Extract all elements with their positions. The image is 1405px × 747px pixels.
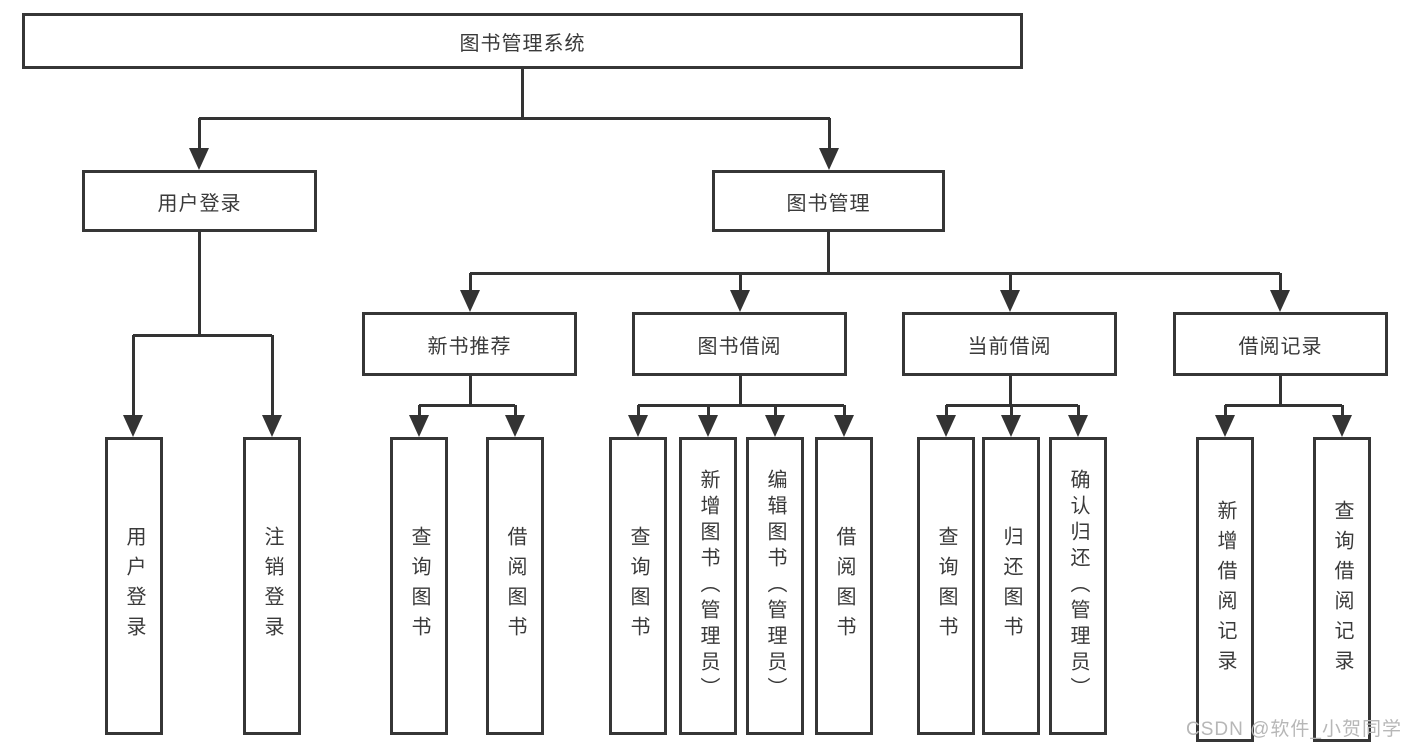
connector-drop-user-login <box>197 118 201 151</box>
connector-root-bar <box>199 116 830 120</box>
connector-drop-leaf <box>773 405 777 418</box>
leaf-borrow-add-book-admin: 新增图书（管理员） <box>679 437 737 735</box>
node-borrow-records: 借阅记录 <box>1173 312 1388 376</box>
connector-drop-leaf <box>842 405 846 418</box>
node-label: 查询图书 <box>627 526 649 646</box>
connector-drop-borrow-records <box>1278 273 1282 292</box>
connector-borrow-records-stem <box>1278 376 1282 405</box>
leaf-borrow-borrow-book: 借阅图书 <box>815 437 873 735</box>
arrow-down-icon <box>936 415 956 437</box>
node-label: 借阅图书 <box>504 526 526 646</box>
connector-drop-book-management <box>827 118 831 151</box>
connector-drop-leaf <box>1223 405 1227 418</box>
arrow-down-icon <box>1270 290 1290 312</box>
node-label: 借阅记录 <box>1238 335 1323 358</box>
arrow-down-icon <box>262 415 282 437</box>
node-label: 新增图书（管理员） <box>697 469 719 703</box>
connector-drop-leaf <box>1076 405 1080 418</box>
connector-drop-book-borrow <box>738 273 742 292</box>
connector-book-management-stem <box>826 232 830 273</box>
node-label: 新书推荐 <box>427 335 512 358</box>
arrow-down-icon <box>1215 415 1235 437</box>
connector-user-login-stem <box>197 232 201 335</box>
node-label: 注销登录 <box>261 526 283 646</box>
arrow-down-icon <box>834 415 854 437</box>
arrow-down-icon <box>1001 415 1021 437</box>
connector-root-stem <box>520 69 524 118</box>
leaf-recommend-query-book: 查询图书 <box>390 437 448 735</box>
node-label: 图书借阅 <box>697 335 782 358</box>
node-label: 用户登录 <box>123 526 145 646</box>
connector-drop-new-book-recommend <box>468 273 472 292</box>
arrow-down-icon <box>765 415 785 437</box>
node-label: 归还图书 <box>1000 526 1022 646</box>
arrow-down-icon <box>1000 290 1020 312</box>
arrow-down-icon <box>505 415 525 437</box>
node-book-management: 图书管理 <box>712 170 945 232</box>
connector-borrow-records-bar <box>1225 403 1342 407</box>
node-label: 查询借阅记录 <box>1331 499 1353 680</box>
connector-drop-leaf-user-login <box>131 335 135 417</box>
leaf-borrow-edit-book-admin: 编辑图书（管理员） <box>746 437 804 735</box>
node-label: 编辑图书（管理员） <box>764 469 786 703</box>
arrow-down-icon <box>1332 415 1352 437</box>
arrow-down-icon <box>189 148 209 170</box>
leaf-records-add-record: 新增借阅记录 <box>1196 437 1254 742</box>
connector-book-borrow-bar <box>638 403 844 407</box>
arrow-down-icon <box>628 415 648 437</box>
leaf-user-login: 用户登录 <box>105 437 163 735</box>
leaf-recommend-borrow-book: 借阅图书 <box>486 437 544 735</box>
node-label: 借阅图书 <box>833 526 855 646</box>
arrow-down-icon <box>460 290 480 312</box>
node-label: 新增借阅记录 <box>1214 499 1236 680</box>
connector-book-management-bar <box>470 271 1280 275</box>
arrow-down-icon <box>123 415 143 437</box>
arrow-down-icon <box>409 415 429 437</box>
connector-new-book-recommend-stem <box>468 376 472 405</box>
connector-drop-leaf <box>1009 405 1013 418</box>
arrow-down-icon <box>819 148 839 170</box>
node-book-borrow: 图书借阅 <box>632 312 847 376</box>
connector-current-borrow-stem <box>1008 376 1012 405</box>
node-user-login: 用户登录 <box>82 170 317 232</box>
leaf-logout: 注销登录 <box>243 437 301 735</box>
node-label: 图书管理 <box>786 192 871 215</box>
leaf-borrow-query-book: 查询图书 <box>609 437 667 735</box>
connector-new-book-recommend-bar <box>419 403 515 407</box>
arrow-down-icon <box>1068 415 1088 437</box>
arrow-down-icon <box>730 290 750 312</box>
connector-drop-leaf <box>706 405 710 418</box>
node-label: 查询图书 <box>408 526 430 646</box>
leaf-records-query-record: 查询借阅记录 <box>1313 437 1371 742</box>
connector-drop-leaf <box>417 405 421 418</box>
leaf-current-confirm-return-admin: 确认归还（管理员） <box>1049 437 1107 735</box>
connector-drop-leaf <box>944 405 948 418</box>
leaf-current-return-book: 归还图书 <box>982 437 1040 735</box>
connector-user-login-bar <box>133 333 272 337</box>
connector-drop-current-borrow <box>1008 273 1012 292</box>
node-label: 图书管理系统 <box>459 32 586 55</box>
arrow-down-icon <box>698 415 718 437</box>
node-label: 用户登录 <box>157 192 242 215</box>
node-new-book-recommend: 新书推荐 <box>362 312 577 376</box>
connector-drop-leaf <box>1340 405 1344 418</box>
connector-drop-leaf-logout <box>270 335 274 417</box>
connector-book-borrow-stem <box>738 376 742 405</box>
connector-drop-leaf <box>636 405 640 418</box>
node-label: 当前借阅 <box>967 335 1052 358</box>
node-label: 确认归还（管理员） <box>1067 469 1089 703</box>
node-current-borrow: 当前借阅 <box>902 312 1117 376</box>
csdn-watermark: CSDN @软件_小贺同学 <box>1186 719 1402 740</box>
node-label: 查询图书 <box>935 526 957 646</box>
node-library-management-system: 图书管理系统 <box>22 13 1023 69</box>
leaf-current-query-book: 查询图书 <box>917 437 975 735</box>
connector-drop-leaf <box>513 405 517 418</box>
